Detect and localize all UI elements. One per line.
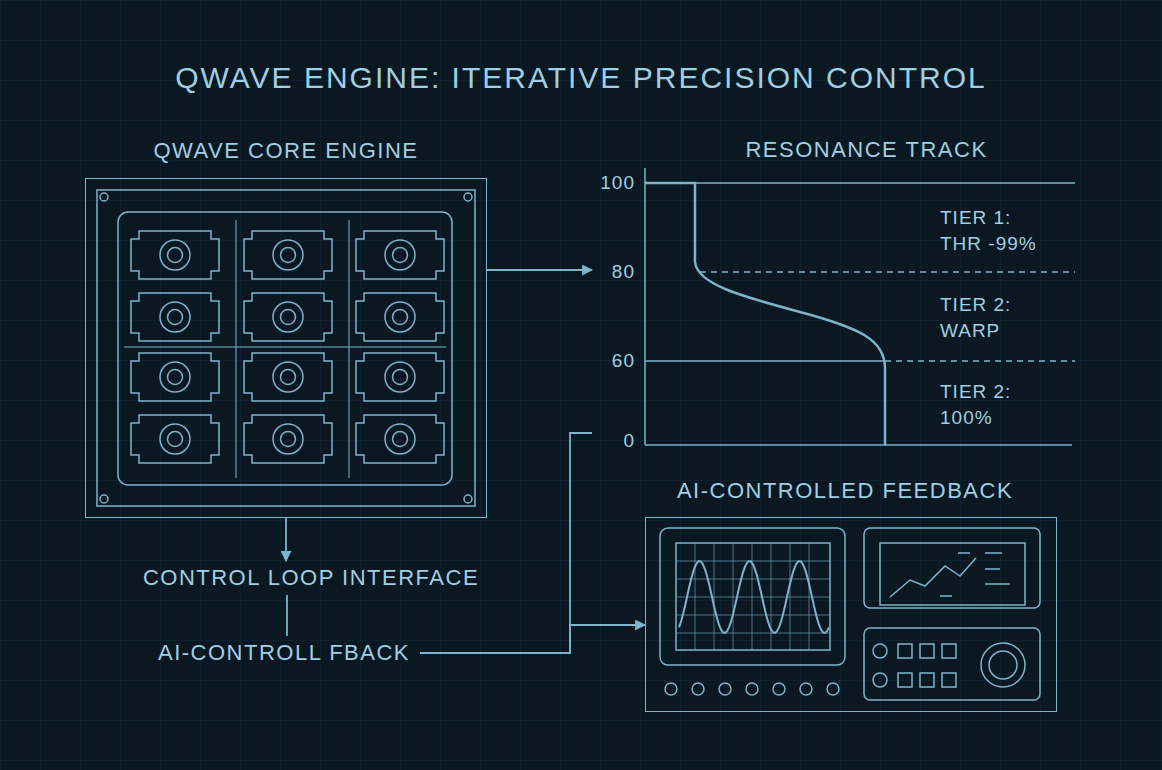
tier-label: TIER 2: 100% <box>940 379 1050 431</box>
monitor-console <box>880 543 1025 605</box>
monitor-console <box>940 553 1010 596</box>
engine-core <box>100 193 108 201</box>
connector <box>420 433 592 653</box>
text-node: CONTROL LOOP INTERFACE <box>133 561 489 595</box>
connector <box>285 518 287 561</box>
engine-core <box>97 190 475 506</box>
monitor-console <box>942 644 956 658</box>
monitor-console <box>692 683 704 695</box>
monitor-console <box>864 628 1040 700</box>
monitor-console <box>989 651 1017 679</box>
monitor-console <box>827 683 839 695</box>
resonance-chart <box>645 168 1075 445</box>
engine-core <box>236 220 237 478</box>
connector <box>487 269 592 271</box>
sine-wave <box>679 561 829 633</box>
monitor-console <box>873 644 887 658</box>
resonance-chart <box>645 183 885 445</box>
engine-core <box>464 495 472 503</box>
monitor-console <box>676 543 830 650</box>
monitor-console <box>665 683 677 695</box>
diagram-title: QWAVE ENGINE: ITERATIVE PRECISION CONTRO… <box>0 60 1162 96</box>
panel-box: AI-CONTROLLED FEEDBACK <box>645 517 1057 712</box>
text-node: AI-CONTROLL FBACK <box>148 636 420 670</box>
engine-core <box>356 231 444 279</box>
engine-core <box>244 293 332 341</box>
engine-core <box>356 293 444 341</box>
engine-core <box>97 190 475 506</box>
monitor-console <box>890 558 976 597</box>
engine-core <box>118 212 452 485</box>
axis-value: 60 <box>612 349 635 373</box>
resonance-chart <box>645 444 1072 446</box>
monitor-console <box>920 644 934 658</box>
panel-heading: QWAVE CORE ENGINE <box>86 138 486 164</box>
panel-heading: RESONANCE TRACK <box>625 137 1108 163</box>
monitor-console <box>660 528 1040 700</box>
engine-core <box>464 193 472 201</box>
engine-core <box>244 353 332 401</box>
engine-core <box>131 415 219 463</box>
monitor-console <box>864 528 1040 608</box>
node-label: CONTROL LOOP INTERFACE <box>143 565 479 591</box>
engine-core <box>124 347 446 348</box>
panel-box: QWAVE CORE ENGINE <box>85 178 487 518</box>
engine-core <box>131 231 219 279</box>
axis-value: 100 <box>600 171 635 195</box>
resonance-chart <box>885 360 1075 362</box>
resonance-chart <box>700 271 1075 273</box>
engine-core <box>131 353 219 401</box>
axis-value: 0 <box>623 429 635 453</box>
monitor-console <box>981 643 1025 687</box>
resonance-chart <box>645 182 1075 184</box>
engine-core <box>244 231 332 279</box>
engine-core <box>131 293 219 341</box>
monitor-console <box>746 683 758 695</box>
monitor-console <box>920 673 934 687</box>
monitor-console <box>898 673 912 687</box>
node-label: AI-CONTROLL FBACK <box>158 640 410 666</box>
engine-core <box>100 495 108 503</box>
monitor-console <box>800 683 812 695</box>
tier-label: TIER 2: WARP <box>940 292 1050 344</box>
monitor-console <box>873 673 887 687</box>
axis-value: 80 <box>612 260 635 284</box>
engine-core <box>244 415 332 463</box>
monitor-console <box>942 673 956 687</box>
tier-label: TIER 1: THR -99% <box>940 205 1050 257</box>
monitor-console <box>660 528 845 665</box>
monitor-console <box>898 644 912 658</box>
resonance-chart <box>644 168 646 445</box>
monitor-console <box>773 683 785 695</box>
engine-core <box>356 353 444 401</box>
engine-core <box>356 415 444 463</box>
monitor-console <box>719 683 731 695</box>
panel-heading: AI-CONTROLLED FEEDBACK <box>640 478 1050 504</box>
connector <box>420 625 645 653</box>
monitor-console <box>676 543 830 650</box>
resonance-chart <box>645 360 885 362</box>
engine-core <box>349 220 350 478</box>
connector <box>286 595 288 636</box>
